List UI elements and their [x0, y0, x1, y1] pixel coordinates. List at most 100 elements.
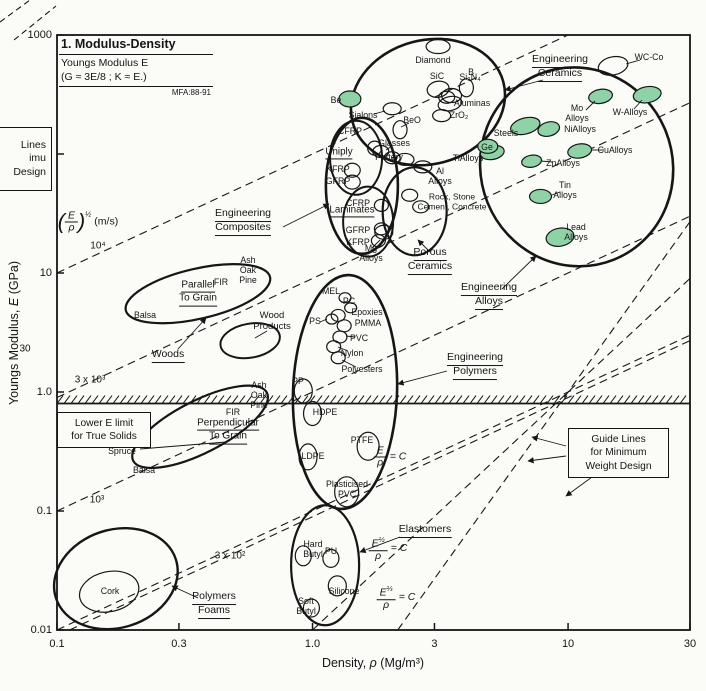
lower-e-limit-hatch	[126, 395, 134, 404]
lower-e-limit-hatch	[553, 395, 561, 404]
lower-e-limit-hatch	[168, 395, 176, 404]
chart-reference: MFA:88-91	[171, 88, 211, 97]
lower-e-limit-hatch	[224, 395, 232, 404]
lower-e-limit-hatch	[273, 395, 281, 404]
lower-e-limit-hatch	[476, 395, 484, 404]
chart-formula: (G ≈ 3E/8 ; K ≈ E.)	[59, 69, 213, 87]
material-silicone	[327, 575, 347, 597]
lower-e-limit-hatch	[483, 395, 491, 404]
lower-e-limit-hatch	[497, 395, 505, 404]
lower-e-limit-hatch	[455, 395, 463, 404]
lower-e-limit-hatch	[175, 395, 183, 404]
envelope-engineering-polymers	[291, 273, 399, 511]
leader-line-19	[400, 122, 410, 128]
lower-e-limit-hatch	[77, 395, 85, 404]
lower-e-limit-hatch	[623, 395, 631, 404]
leader-line-12	[527, 455, 567, 464]
material-w-alloys	[632, 85, 662, 104]
material-beo	[392, 120, 408, 140]
material-zro2	[432, 109, 452, 123]
material-rock-stone	[401, 188, 419, 202]
leader-line-4	[501, 255, 537, 290]
envelope-elastomers	[290, 504, 361, 627]
lower-e-limit-hatch	[574, 395, 582, 404]
material-ge	[477, 138, 499, 154]
lower-e-limit-hatch	[644, 395, 652, 404]
lower-e-limit-hatch	[203, 395, 211, 404]
leader-line-8	[177, 317, 207, 350]
lower-e-limit-hatch	[217, 395, 225, 404]
lower-e-limit-hatch	[581, 395, 589, 404]
material-pottery	[395, 152, 415, 167]
material-ldpe	[298, 443, 318, 471]
leader-line-6	[359, 536, 401, 553]
lower-e-limit-hatch	[245, 395, 253, 404]
lower-e-limit-hatch	[560, 395, 568, 404]
lower-e-limit-hatch	[413, 395, 421, 404]
material-pu	[322, 548, 340, 568]
leader-line-9	[139, 441, 227, 450]
leader-line-3	[417, 239, 431, 253]
lower-e-limit-hatch	[672, 395, 680, 404]
chart-title: 1. Modulus-Density	[59, 36, 213, 55]
material-pmma	[336, 319, 352, 333]
material-cfrp-uniply	[367, 140, 383, 156]
lower-e-limit-hatch	[112, 395, 120, 404]
lower-e-limit-hatch	[588, 395, 596, 404]
lower-e-limit-hatch	[84, 395, 92, 404]
envelope-wood-products	[219, 322, 281, 360]
lower-e-limit-hatch	[161, 395, 169, 404]
lower-e-limit-hatch	[406, 395, 414, 404]
material-mo-alloys	[588, 88, 614, 105]
guideline-wave-speed-3e2	[69, 340, 691, 631]
lower-e-limit-hatch	[56, 395, 64, 404]
lower-e-limit-hatch	[630, 395, 638, 404]
material-cork	[78, 570, 140, 613]
material-kfrp-laminate	[370, 234, 386, 248]
envelope-laminates	[342, 185, 395, 258]
lower-e-limit-hatch	[371, 395, 379, 404]
material-wc-co	[597, 55, 629, 76]
lower-e-limit-hatch	[343, 395, 351, 404]
lower-e-limit-hatch	[315, 395, 323, 404]
material-ni-alloys	[537, 121, 561, 138]
leader-line-24	[585, 100, 596, 111]
leader-line-23	[551, 191, 561, 196]
lower-e-limit-hatch	[448, 395, 456, 404]
material-pp	[293, 378, 313, 404]
material-soft-butyl	[302, 598, 321, 618]
material-kfrp-uniply	[343, 162, 361, 178]
lower-e-limit-hatch	[651, 395, 659, 404]
material-sic-2	[438, 90, 456, 104]
lower-e-limit-hatch	[140, 395, 148, 404]
material-hard-butyl	[294, 545, 312, 567]
material-boron	[458, 78, 474, 98]
leader-line-27	[540, 160, 553, 163]
lower-e-limit-hatch	[238, 395, 246, 404]
lower-e-limit-hatch	[518, 395, 526, 404]
leader-line-2	[282, 203, 330, 228]
lower-e-limit-hatch	[434, 395, 442, 404]
material-epoxies	[330, 308, 346, 323]
lower-e-limit-hatch	[525, 395, 533, 404]
lower-e-limit-hatch	[469, 395, 477, 404]
material-sialons	[382, 102, 402, 116]
lower-e-limit-hatch	[259, 395, 267, 404]
leader-line-11	[531, 435, 567, 447]
leader-line-1	[625, 59, 641, 65]
material-zn-alloys	[521, 154, 543, 168]
lower-e-limit-hatch	[154, 395, 162, 404]
leader-line-14	[337, 346, 349, 352]
material-be	[338, 90, 362, 108]
guideline-wave-speed-10e3	[56, 215, 691, 512]
leader-line-7	[171, 585, 199, 599]
envelope-woods-perpendicular	[131, 384, 270, 470]
lower-e-limit-hatch	[350, 395, 358, 404]
chart-subtitle: Youngs Modulus E	[61, 57, 149, 69]
material-plasticised-pvc	[334, 476, 360, 508]
lower-e-limit-hatch	[616, 395, 624, 404]
leader-line-0	[504, 79, 544, 92]
lower-e-limit-hatch	[511, 395, 519, 404]
material-mel	[338, 292, 352, 304]
